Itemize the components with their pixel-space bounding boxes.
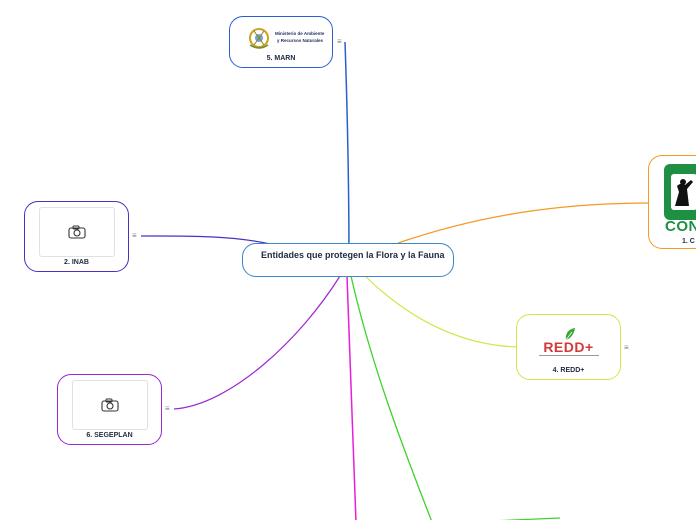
conap-logo-text: CON bbox=[665, 218, 696, 235]
camera-icon bbox=[101, 398, 119, 412]
node-conap-label: 1. C bbox=[682, 238, 695, 245]
inab-image-placeholder bbox=[39, 207, 115, 257]
redd-logo-underline bbox=[539, 355, 599, 356]
node-segeplan[interactable]: 6. SEGEPLAN bbox=[57, 374, 162, 445]
conap-emblem-icon bbox=[671, 174, 696, 210]
menu-icon[interactable]: ≡ bbox=[624, 343, 629, 352]
leaf-icon bbox=[565, 328, 575, 341]
link-segeplan bbox=[173, 275, 341, 410]
menu-icon[interactable]: ≡ bbox=[132, 231, 137, 240]
link-conap bbox=[397, 202, 651, 244]
link-magenta-branch bbox=[346, 275, 357, 520]
link-inab bbox=[140, 235, 271, 245]
node-inab-label: 2. INAB bbox=[64, 259, 89, 266]
central-topic-label: Entidades que protegen la Flora y la Fau… bbox=[261, 250, 445, 260]
marn-logo-line1: Ministerio de Ambiente bbox=[275, 31, 325, 36]
central-topic[interactable]: Entidades que protegen la Flora y la Fau… bbox=[242, 243, 454, 277]
node-redd[interactable]: REDD+ 4. REDD+ bbox=[516, 314, 621, 380]
link-marn bbox=[344, 41, 350, 263]
node-conap[interactable]: CON 1. C bbox=[648, 155, 696, 249]
menu-icon[interactable]: ≡ bbox=[337, 37, 342, 46]
redd-logo-text: REDD+ bbox=[543, 339, 594, 355]
node-inab[interactable]: 2. INAB bbox=[24, 201, 129, 272]
menu-icon[interactable]: ≡ bbox=[165, 404, 170, 413]
camera-icon bbox=[68, 225, 86, 239]
link-redd bbox=[364, 275, 519, 348]
segeplan-image-placeholder bbox=[72, 380, 148, 430]
conap-emblem bbox=[664, 164, 696, 220]
marn-logo: Ministerio de Ambiente y Recursos Natura… bbox=[246, 25, 324, 51]
link-green-branch bbox=[350, 275, 432, 520]
guatemala-coat-of-arms-icon bbox=[249, 28, 269, 49]
node-marn[interactable]: Ministerio de Ambiente y Recursos Natura… bbox=[229, 16, 333, 68]
node-marn-label: 5. MARN bbox=[266, 55, 296, 62]
node-redd-label: 4. REDD+ bbox=[552, 367, 585, 374]
marn-logo-line2: y Recursos Naturales bbox=[277, 38, 324, 43]
node-segeplan-label: 6. SEGEPLAN bbox=[86, 432, 133, 439]
